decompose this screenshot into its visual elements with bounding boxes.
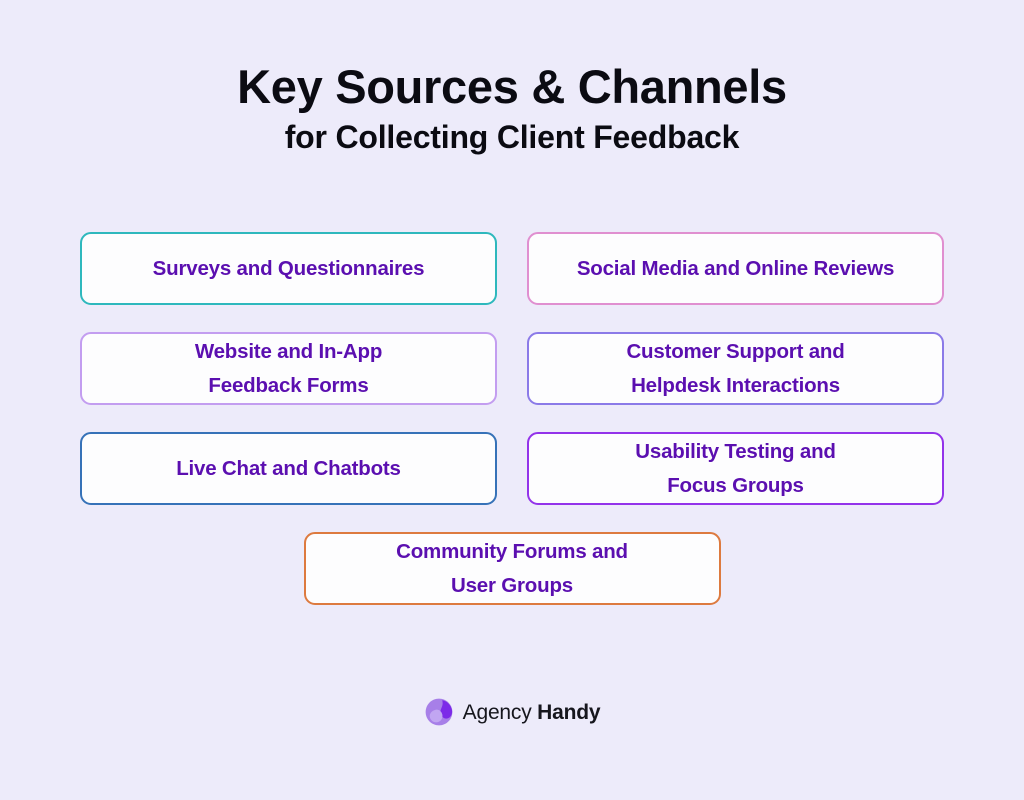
card-website-and-in-app-feedback-forms[interactable]: Website and In-App Feedback Forms (80, 332, 497, 406)
page-title: Key Sources & Channels for Collecting Cl… (237, 62, 787, 156)
brand-logo: Agency Handy (0, 697, 1024, 727)
card-label: Website and In-App Feedback Forms (194, 340, 383, 397)
logo-dark-lobe (440, 700, 452, 719)
title-sub-line: for Collecting Client Feedback (284, 118, 740, 155)
card-label: Social Media and Online Reviews (576, 257, 895, 280)
card-row-1: Surveys and Questionnaires Social Media … (80, 232, 944, 306)
card-social-media-and-online-reviews[interactable]: Social Media and Online Reviews (527, 232, 944, 306)
brand-name-light: Agency (462, 700, 532, 724)
brand-name-bold: Handy (537, 700, 601, 724)
card-row-2: Website and In-App Feedback Forms Custom… (80, 332, 944, 406)
cards-grid: Surveys and Questionnaires Social Media … (80, 232, 944, 632)
card-community-forums-and-user-groups[interactable]: Community Forums and User Groups (303, 532, 721, 606)
card-label: Customer Support and Helpdesk Interactio… (626, 340, 845, 397)
card-row-4: Community Forums and User Groups (80, 532, 944, 606)
card-label: Community Forums and User Groups (396, 540, 628, 597)
title-main-line: Key Sources & Channels (237, 60, 787, 113)
card-row-3: Live Chat and Chatbots Usability Testing… (80, 432, 944, 506)
card-usability-testing-and-focus-groups[interactable]: Usability Testing and Focus Groups (527, 432, 944, 506)
logo-light-lobe (429, 709, 443, 723)
card-live-chat-and-chatbots[interactable]: Live Chat and Chatbots (80, 432, 497, 506)
card-label: Live Chat and Chatbots (176, 457, 401, 480)
card-surveys-and-questionnaires[interactable]: Surveys and Questionnaires (80, 232, 497, 306)
agency-handy-logo-icon (425, 698, 453, 726)
card-label: Usability Testing and Focus Groups (635, 440, 836, 497)
card-customer-support-and-helpdesk-interactions[interactable]: Customer Support and Helpdesk Interactio… (527, 332, 944, 406)
card-label: Surveys and Questionnaires (152, 257, 425, 280)
brand-wordmark: Agency Handy (463, 702, 601, 723)
